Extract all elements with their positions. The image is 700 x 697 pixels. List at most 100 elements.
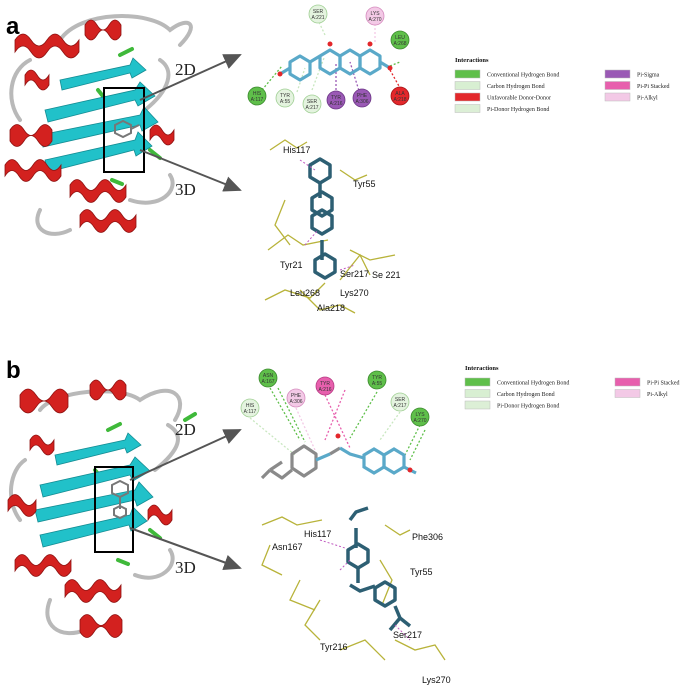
residue-id: A:270 <box>368 17 381 23</box>
legend-title: Interactions <box>465 365 499 372</box>
legend-label: Pi-Alkyl <box>637 96 658 102</box>
legend-label: Unfavorable Donor-Donor <box>487 95 551 102</box>
residue-name: ASN <box>263 373 274 379</box>
residue-id: A:167 <box>261 379 274 385</box>
legend-label: Conventional Hydrogen Bond <box>487 73 559 79</box>
residue-id: A:268 <box>393 41 406 47</box>
arrow-to-3d-b <box>129 527 242 571</box>
residue-labels-3d-b: His117Asn167Phe306Tyr55Tyr216Ser217Lys27… <box>272 529 451 685</box>
residue-name: HIS <box>253 91 262 97</box>
legend-label: Pi-Pi Stacked <box>647 381 680 387</box>
interaction-3d-b: His117Asn167Phe306Tyr55Tyr216Ser217Lys27… <box>261 506 451 685</box>
arrow-to-2d-b <box>129 429 242 481</box>
residue-name: TYR <box>320 381 330 387</box>
residue-label-3d: Tyr55 <box>410 567 433 577</box>
legend-swatch <box>464 377 491 387</box>
arrow-to-3d-a <box>139 149 242 192</box>
residue-name: TYR <box>280 93 290 99</box>
legend-swatch <box>464 400 491 410</box>
residue-name: LEU <box>395 35 405 41</box>
residue-label-3d: His117 <box>304 529 331 539</box>
residue-name: SER <box>395 397 406 403</box>
residue-label-3d: Ala218 <box>317 303 345 313</box>
legend-entry: Pi-Donor Hydrogen Bond <box>454 104 549 113</box>
legend-swatch <box>454 69 481 79</box>
residue-name: TYR <box>331 95 341 101</box>
panel-a: a <box>4 4 670 314</box>
residue-id: A:216 <box>318 387 331 393</box>
legend-label: Pi-Pi Stacked <box>637 84 670 90</box>
legend-label: Pi-Donor Hydrogen Bond <box>497 404 559 410</box>
protein-structure-b <box>7 379 197 638</box>
legend-swatch <box>464 389 491 398</box>
arrow-to-2d-a <box>139 54 242 101</box>
legend-entry: Conventional Hydrogen Bond <box>464 377 569 387</box>
residue-id: A:270 <box>413 418 426 424</box>
label-3d-b: 3D <box>175 558 196 577</box>
legend-title: Interactions <box>455 57 489 64</box>
residue-id: A:218 <box>393 97 406 103</box>
panel-a-label: a <box>6 13 20 40</box>
residue-discs-b: ASNA:167HISA:117PHEA:306TYRA:216TYRA:55S… <box>240 368 430 427</box>
legend-swatch <box>604 81 631 90</box>
legend-entry: Pi-Donor Hydrogen Bond <box>464 400 559 410</box>
legend-entry: Pi-Sigma <box>604 69 660 79</box>
panel-b: b <box>6 357 680 685</box>
binding-pocket-box-a <box>103 87 145 173</box>
binding-pocket-box-b <box>94 466 134 553</box>
residue-id: A:221 <box>311 15 324 21</box>
legend-entry: Pi-Pi Stacked <box>604 81 670 90</box>
residue-label-3d: Tyr21 <box>280 260 303 270</box>
residue-id: A:117 <box>251 97 264 103</box>
label-2d-a: 2D <box>175 60 196 79</box>
residue-id: A:217 <box>393 403 406 409</box>
legend-label: Pi-Donor Hydrogen Bond <box>487 107 549 113</box>
residue-label-3d: Ser217 <box>393 630 422 640</box>
legend-swatch <box>604 69 631 79</box>
residue-name: LYS <box>415 412 425 418</box>
interaction-2d-a: SERA:221LYSA:270LEUA:268ALAA:218HISA:117… <box>247 4 410 114</box>
residue-label-3d: Phe306 <box>412 532 443 542</box>
residue-id: A:306 <box>355 99 368 105</box>
panel-b-label: b <box>6 357 21 384</box>
legend-label: Conventional Hydrogen Bond <box>497 381 569 387</box>
residue-label-3d: Ser217 <box>340 269 369 279</box>
residue-id: A:216 <box>329 101 342 107</box>
residue-name: TYR <box>372 375 382 381</box>
legend-entry: Pi-Pi Stacked <box>614 377 680 387</box>
legend-label: Pi-Alkyl <box>647 392 668 398</box>
residue-id: A:55 <box>280 99 291 105</box>
legend-entry: Pi-Alkyl <box>614 389 668 398</box>
residue-label-3d: Lys270 <box>340 288 369 298</box>
legend-label: Carbon Hydrogen Bond <box>487 84 545 90</box>
legend-entry: Conventional Hydrogen Bond <box>454 69 559 79</box>
legend-swatch <box>614 389 641 398</box>
legend-swatch <box>604 92 631 102</box>
residue-name: LYS <box>370 11 380 17</box>
residue-name: HIS <box>246 403 255 409</box>
legend-swatch <box>614 377 641 387</box>
residue-label-3d: Tyr55 <box>353 179 376 189</box>
legend-entry: Carbon Hydrogen Bond <box>464 389 555 398</box>
legend-swatch <box>454 92 481 102</box>
residue-name: ALA <box>395 91 405 97</box>
residue-name: PHE <box>291 393 302 399</box>
